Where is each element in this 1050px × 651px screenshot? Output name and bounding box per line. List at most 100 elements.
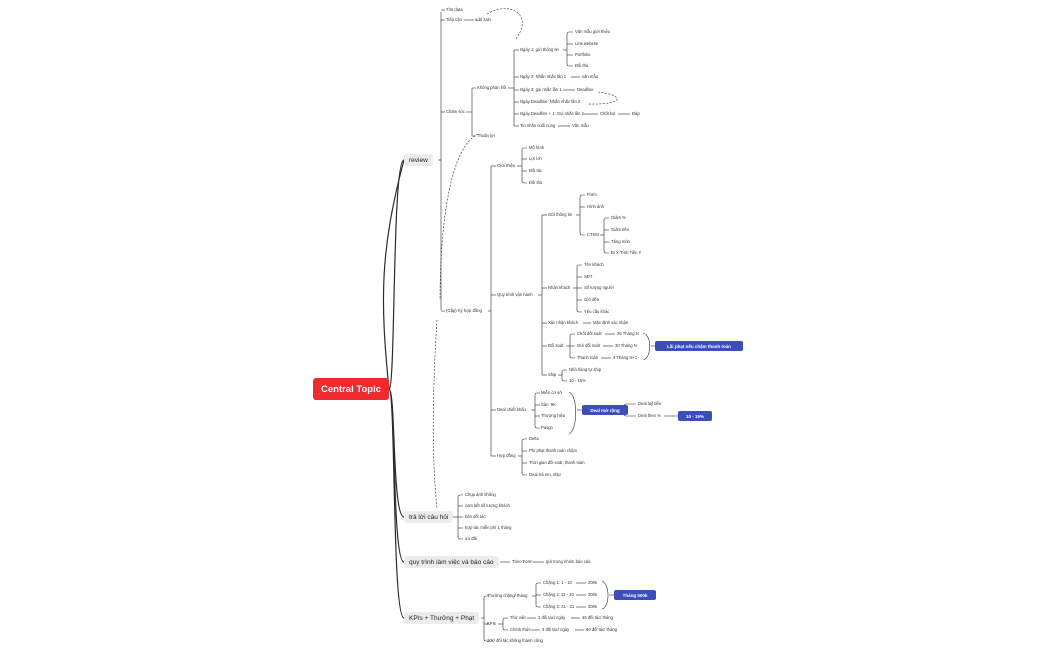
node-gioi-thieu[interactable]: Giới thiệu — [497, 163, 516, 168]
node-tiep-can[interactable]: Tiếp cận — [446, 17, 462, 22]
badge-lai-phat[interactable]: Lãi phạt nếu chậm thanh toán — [655, 341, 743, 351]
node-ngay-2[interactable]: Ngày 2: Nhắn nhắc lần 1 — [520, 74, 567, 79]
node-deal-chiet-khau[interactable]: Deal chiết khấu — [497, 407, 526, 412]
nhan-khach-item[interactable]: Tên khách — [584, 262, 604, 267]
node-30-thang-n[interactable]: 30 Tháng N — [615, 343, 637, 348]
node-dap[interactable]: Đáp — [632, 111, 640, 116]
central-topic[interactable]: Central Topic — [313, 378, 389, 400]
node-add-zalo[interactable]: add zalo — [475, 17, 491, 22]
node-van-mau-2[interactable]: văn mẫu — [582, 74, 599, 79]
node-gui-thong-tin[interactable]: Gửi thông tin — [548, 212, 573, 217]
node-chinh-thuc[interactable]: Chính thức — [510, 627, 531, 632]
node-nhan-khach[interactable]: Nhận khách — [548, 285, 571, 290]
ngay1-item[interactable]: Đối thủ — [575, 63, 589, 68]
node-ship-pct[interactable]: 10 - 15% — [569, 378, 586, 383]
node-hinh-anh[interactable]: Hình ảnh — [587, 204, 604, 209]
node-kpis[interactable]: KPIs — [487, 621, 496, 626]
node-chang[interactable]: Chặng 1: 1 - 10 — [543, 580, 572, 585]
node-chot-doi-soat[interactable]: Chốt đối soát — [577, 331, 602, 336]
branch-answer-questions[interactable]: trả lời câu hỏi — [404, 511, 454, 523]
node-chang-val[interactable]: 200k — [588, 580, 598, 585]
nhan-khach-item[interactable]: Số lượng người — [584, 285, 614, 290]
hop-dong-item[interactable]: Thời gian đối soát, thanh toán — [529, 460, 585, 465]
node-tim-data[interactable]: Tìm data — [446, 7, 463, 12]
node-gap-ky[interactable]: (Gặp) Ký hợp đồng — [446, 308, 482, 313]
node-deadline[interactable]: Deadline — [577, 87, 594, 92]
branch-review[interactable]: review — [404, 154, 433, 166]
node-chang-val[interactable]: 300k — [588, 592, 598, 597]
node-thu-viec[interactable]: Thử việc — [510, 615, 527, 620]
branch-workflow[interactable]: quy trình làm việc và báo cáo — [404, 556, 499, 568]
node-thanh-toan[interactable]: Thanh toán — [577, 355, 599, 360]
gioi-thieu-item[interactable]: Lợi ích — [529, 156, 542, 161]
node-ctkm[interactable]: CTKM — [587, 232, 599, 237]
badge-deal-mo-rong[interactable]: Deal mở rộng — [582, 405, 628, 415]
node-tin-nhan[interactable]: Tin nhắn cuối cùng — [520, 123, 556, 128]
tra-loi-item[interactable]: bên đối tác — [465, 514, 486, 519]
node-chinh-thuc-2[interactable]: 60 đối tác/ tháng — [586, 627, 617, 632]
node-quy-trinh-van-hanh[interactable]: Quy trình vận hành — [497, 292, 533, 297]
connector — [566, 63, 573, 67]
tra-loi-item[interactable]: hợp tác miễn phí 1 tháng — [465, 525, 512, 530]
node-4-thang-n1[interactable]: 4 Tháng N+1 — [613, 355, 638, 360]
node-deal-theo-pct[interactable]: Deal theo % — [638, 413, 661, 418]
node-chang[interactable]: Chặng 2: 11 - 20 — [543, 592, 574, 597]
node-xac-nhan-khach[interactable]: Xác nhận khách — [548, 320, 579, 325]
ngay1-item[interactable]: Portfolio — [575, 52, 591, 57]
branch-kpis[interactable]: KPIs + Thưởng + Phạt — [404, 612, 480, 624]
node-doi-soat[interactable]: Đối soát — [548, 343, 564, 348]
hop-dong-item[interactable]: Deal trả em, ship — [529, 472, 561, 477]
node-chot-kol[interactable]: Chốt kol — [600, 111, 616, 116]
ctkm-item[interactable]: Giảm tiền — [611, 227, 629, 232]
hop-dong-item[interactable]: Phí phạt thanh toán chậm — [529, 448, 577, 453]
node-van-mau[interactable]: Văn mẫu — [572, 123, 589, 128]
node-chinh-thuc-1[interactable]: 3 đối tác/ ngày — [542, 627, 570, 632]
node-25-thang-n[interactable]: 25 Tháng N — [617, 331, 639, 336]
node-thuong-chang[interactable]: Thưởng chặng/ tháng — [487, 593, 528, 598]
node-nha-hang-tu-ship[interactable]: Nhà hàng tự ship — [569, 367, 602, 372]
node-hop-dong[interactable]: Hợp đồng — [497, 453, 516, 458]
node-ship[interactable]: Ship — [548, 372, 557, 377]
node-ngay-deadline[interactable]: Ngày Deadline: Nhắn nhắc lần 2 — [520, 99, 581, 104]
tra-loi-item[interactable]: Chụp ảnh không — [465, 492, 496, 497]
node-cham-soc[interactable]: Chăm sóc — [446, 109, 465, 114]
node-gui-doi-soat[interactable]: Gửi đối soát — [577, 343, 600, 348]
connector — [534, 425, 540, 429]
node-thuan-loi[interactable]: Thuận lợi — [477, 133, 495, 138]
nhan-khach-item[interactable]: Giờ đến — [584, 297, 600, 302]
node-phat[interactable]: 10k/ đối tác không thành công — [487, 638, 543, 643]
node-theo-form[interactable]: Theo Form — [512, 559, 533, 564]
node-ngay-1[interactable]: Ngày 1: gửi thông tin — [520, 47, 559, 52]
node-chang[interactable]: Chặng 3: 21 - 31 — [543, 604, 575, 609]
badge-10-15[interactable]: 10 - 15% — [678, 411, 712, 421]
connector — [579, 232, 585, 236]
node-gui-trong-nhom[interactable]: gửi trong nhóm báo cáo — [546, 559, 591, 564]
ngay1-item[interactable]: Văn mẫu giới thiệu — [575, 29, 611, 34]
ctkm-item[interactable]: Đi X Tính Tiền Y — [611, 250, 642, 255]
ctkm-item[interactable]: Tặng món — [611, 239, 630, 244]
node-deal-luy-tien[interactable]: Deal luỹ tiến — [638, 401, 662, 406]
hop-dong-item[interactable]: Delta — [529, 436, 539, 441]
node-thu-viec-1[interactable]: 2 đối tác/ ngày — [538, 615, 566, 620]
tra-loi-item[interactable]: cam kết số lượng khách — [465, 503, 510, 508]
ctkm-item[interactable]: Giảm % — [611, 215, 626, 220]
gioi-thieu-item[interactable]: Đối thủ — [529, 180, 543, 185]
node-thu-viec-2[interactable]: 45 đối tác/ tháng — [582, 615, 613, 620]
deal-item[interactable]: Sàn: 8K — [541, 402, 556, 407]
node-form[interactable]: Form — [587, 192, 597, 197]
nhan-khach-item[interactable]: SĐT — [584, 274, 593, 279]
node-ngay-3[interactable]: Ngày 3: gọi nhắc lần 1 — [520, 87, 562, 92]
nhan-khach-item[interactable]: Yêu cầu khác — [584, 309, 610, 314]
deal-item[interactable]: Miễn cơ sở — [541, 390, 563, 395]
badge-thang-500k[interactable]: Tháng 500k — [614, 590, 656, 600]
gioi-thieu-item[interactable]: Mô hình — [529, 145, 545, 150]
node-chang-val[interactable]: 300k — [588, 604, 598, 609]
deal-item[interactable]: Thương hiệu — [541, 413, 566, 418]
deal-item[interactable]: Pasgo — [541, 425, 553, 430]
node-ngay-deadline-1[interactable]: Ngày Deadline + 1: Gọi nhắc lần 2 — [520, 111, 584, 116]
gioi-thieu-item[interactable]: Đối tác — [529, 168, 543, 173]
tra-loi-item[interactable]: ưu đãi — [465, 536, 477, 541]
ngay1-item[interactable]: Link website — [575, 41, 599, 46]
node-mac-dinh[interactable]: Mặc định xác nhận — [593, 320, 629, 325]
node-khong-phan-hoi[interactable]: Không phản hồi — [477, 85, 507, 90]
